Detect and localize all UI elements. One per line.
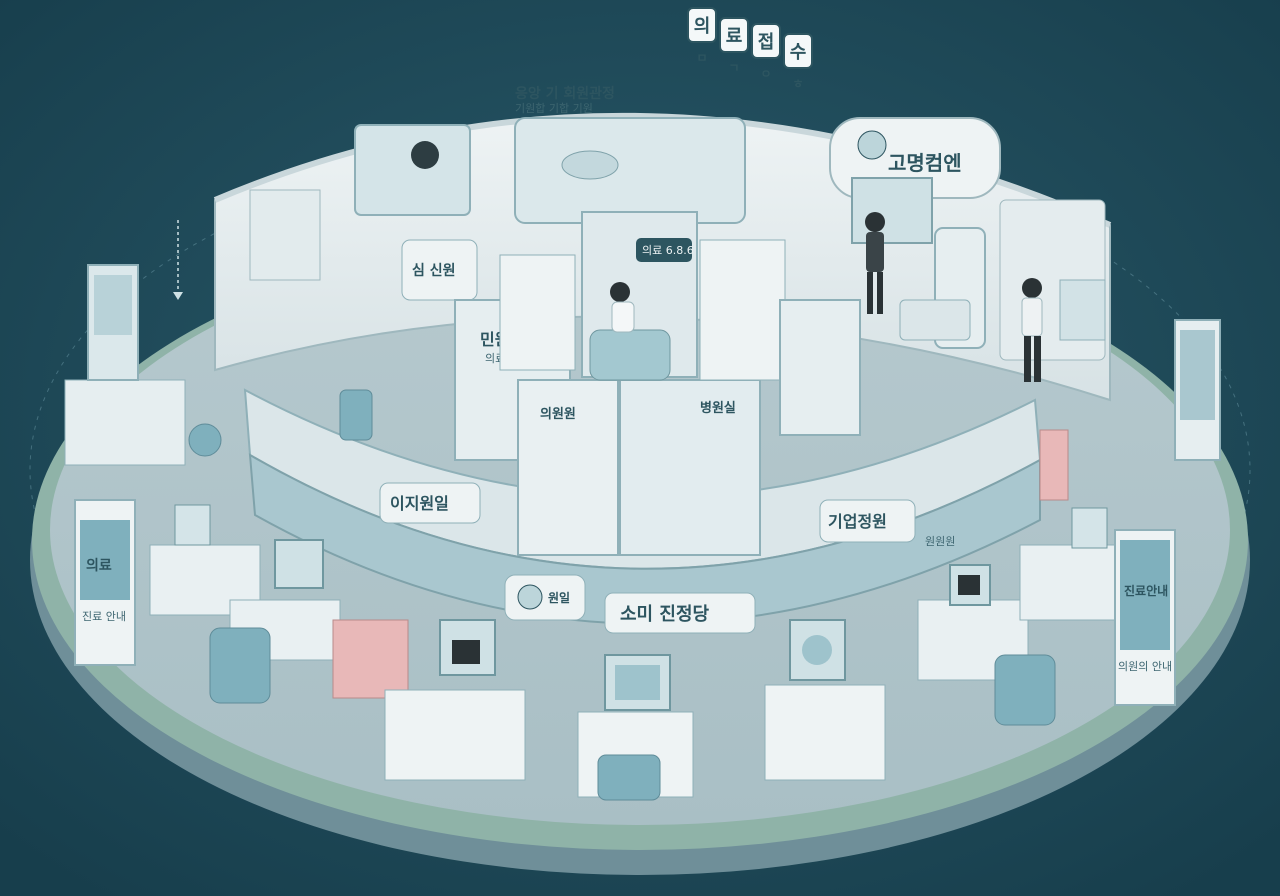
booth-front-center (517, 379, 619, 556)
top-tile-1: 의 (694, 16, 711, 37)
brand-sign-text: 고명컴엔 (888, 151, 962, 175)
shelf-unit-right (699, 239, 786, 381)
front-center-title-board (604, 592, 756, 634)
front-center-logo-board (504, 574, 586, 621)
ring-left-sign-board (379, 482, 481, 524)
left-banner-stripe (80, 520, 130, 600)
wall-panel-left (249, 189, 321, 281)
top-sign: 의 료 접 수 ㅁ ㄱ ㅇ ㅎ (687, 7, 813, 91)
booth-screen-label: 의료 6.8.6 (642, 244, 694, 257)
monitor-front-center-left-screen (452, 640, 480, 664)
desk-right-back (1019, 544, 1116, 621)
brand-logo-icon (857, 130, 887, 160)
desk-front-center-left (384, 689, 526, 781)
doctor-seated (610, 282, 635, 333)
top-tile-sub-3: ㅇ (760, 67, 771, 81)
wall-monitor (851, 177, 933, 244)
right-banner-sub: 의원의 안내 (1118, 660, 1172, 673)
monitor-right-back (1071, 507, 1108, 549)
left-banner-text: 의료 (86, 557, 112, 574)
ring-left-sign: 이지원일 (390, 494, 449, 513)
booth-center-right-label: 병원실 (700, 400, 736, 416)
dental-chair (589, 329, 671, 381)
top-tile-sub-1: ㅁ (696, 51, 707, 65)
booth-front-right (619, 379, 761, 556)
wall-panel-center (514, 117, 746, 224)
chair-right-mid (994, 654, 1056, 726)
top-tile-2: 료 (726, 26, 743, 47)
inner-ring-front (248, 453, 1041, 625)
ring-right-sign-board (819, 499, 916, 543)
right-banner-stripe (1120, 540, 1170, 650)
back-wall-title: 응앙 기 회원관정 (515, 85, 615, 102)
wall-screen-left (354, 124, 471, 216)
front-center-a: 원일 (548, 591, 570, 605)
back-wall-subtitle: 기원합 기합 기원 (515, 102, 593, 115)
monitor-front-center-screen (615, 665, 660, 700)
monitor-front-right-scan (802, 635, 832, 665)
top-tile-sub-2: ㄱ (728, 61, 739, 75)
booth-right-panel (779, 299, 861, 436)
left-inner-sign-board (401, 239, 478, 301)
pink-cabinet-right (1039, 429, 1069, 501)
left-banner-sub: 진료 안내 (82, 610, 126, 623)
left-inner-sign-text: 심 신원 (412, 263, 456, 279)
desk-left-back (64, 379, 186, 466)
person-standing-right (865, 212, 885, 314)
front-logo-icon (517, 584, 543, 610)
top-tile-3: 접 (758, 32, 775, 53)
front-center-title: 소미 진정당 (620, 604, 710, 625)
cloud-icon (561, 150, 619, 180)
monitor-right-mid-screen (958, 575, 980, 595)
chair-front-center (597, 754, 661, 801)
chair-left (339, 389, 373, 441)
monitor-front-left-2 (274, 539, 324, 589)
desk-front-right (764, 684, 886, 781)
top-tile-4: 수 (790, 42, 807, 63)
right-wall-screen (1059, 279, 1106, 341)
ring-right-sign: 기업정원 (828, 512, 887, 531)
person-standing-far-right (1021, 278, 1043, 382)
right-banner-far-stripe (1180, 330, 1215, 420)
right-banner-text: 진료안내 (1124, 583, 1168, 598)
monitor-left-screen (94, 275, 132, 335)
shelf-unit-left (499, 254, 576, 371)
person-on-screen-icon (411, 141, 439, 169)
booth-center-label: 의원원 (540, 406, 576, 422)
ring-right-small: 원원원 (925, 535, 955, 548)
stool-left (188, 423, 222, 457)
pink-cabinet (332, 619, 409, 699)
scanner-bed (899, 299, 971, 341)
monitor-front-left-1 (174, 504, 211, 546)
top-tile-sub-4: ㅎ (792, 77, 803, 91)
booth-screen (636, 238, 692, 262)
chair-front-left (209, 627, 271, 704)
arrow-down-icon (173, 292, 183, 300)
